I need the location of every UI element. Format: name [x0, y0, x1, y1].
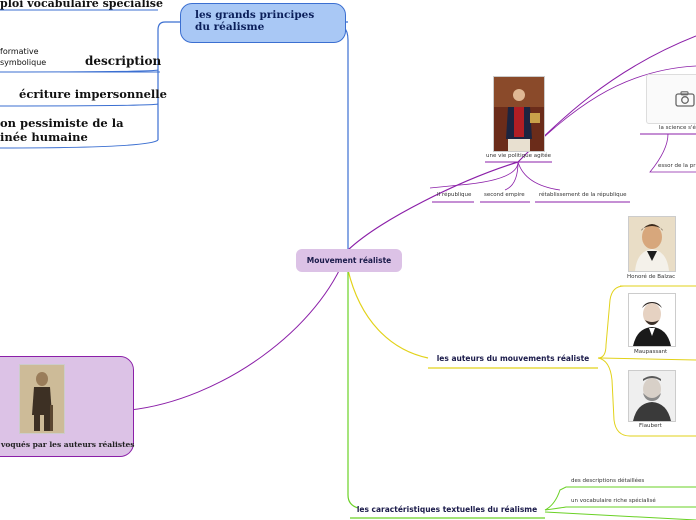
- flaubert-portrait-image: [628, 370, 676, 422]
- textual-item-descriptions[interactable]: des descriptions détaillées: [571, 478, 644, 484]
- author-balzac-label[interactable]: Honoré de Balzac: [627, 274, 675, 280]
- camera-icon: [675, 91, 695, 107]
- realist-author-portrait-image: [19, 364, 65, 434]
- principle-vocabulary[interactable]: ploi vocabulaire spécialisé: [0, 0, 163, 10]
- politics-child-republic[interactable]: II république: [437, 192, 471, 198]
- principle-formative[interactable]: formative symbolique: [0, 46, 46, 68]
- science-child-label[interactable]: essor de la pr: [658, 163, 696, 169]
- maupassant-portrait-image: [628, 293, 676, 347]
- textual-topic-label: les caractéristiques textuelles du réali…: [357, 505, 537, 514]
- principle-pessimist[interactable]: on pessimiste de la inée humaine: [0, 116, 124, 144]
- science-label[interactable]: la science s'é: [659, 125, 696, 131]
- textual-topic[interactable]: les caractéristiques textuelles du réali…: [350, 501, 544, 518]
- author-maupassant-label[interactable]: Maupassant: [634, 349, 667, 355]
- author-flaubert-label[interactable]: Flaubert: [639, 423, 662, 429]
- principle-pessimist-line2: inée humaine: [0, 130, 124, 144]
- science-image-placeholder: [646, 74, 696, 124]
- principle-pessimist-line1: on pessimiste de la: [0, 116, 124, 130]
- balzac-portrait-image: [628, 216, 676, 272]
- authors-topic[interactable]: les auteurs du mouvements réaliste: [428, 349, 598, 368]
- politics-label[interactable]: une vie politique agitée: [486, 153, 551, 159]
- central-topic[interactable]: Mouvement réaliste: [296, 249, 402, 272]
- politics-child-empire[interactable]: second empire: [484, 192, 525, 198]
- central-topic-label: Mouvement réaliste: [307, 256, 392, 265]
- evoked-topic-label: voqués par les auteurs réalistes: [1, 440, 135, 449]
- evoked-topic[interactable]: voqués par les auteurs réalistes: [0, 356, 134, 457]
- politics-child-restoration[interactable]: rétablissement de la république: [539, 192, 627, 198]
- principle-formative-line1: formative: [0, 46, 46, 57]
- napoleon-portrait-image: [493, 76, 545, 152]
- principle-description[interactable]: description: [85, 54, 161, 68]
- authors-topic-label: les auteurs du mouvements réaliste: [437, 354, 590, 363]
- principles-topic-label: les grands principes du réalisme: [195, 9, 331, 33]
- principle-formative-line2: symbolique: [0, 57, 46, 68]
- principles-topic[interactable]: les grands principes du réalisme: [180, 3, 346, 43]
- principle-impersonal[interactable]: écriture impersonnelle: [19, 87, 167, 101]
- textual-item-vocabulary[interactable]: un vocabulaire riche spécialisé: [571, 498, 656, 504]
